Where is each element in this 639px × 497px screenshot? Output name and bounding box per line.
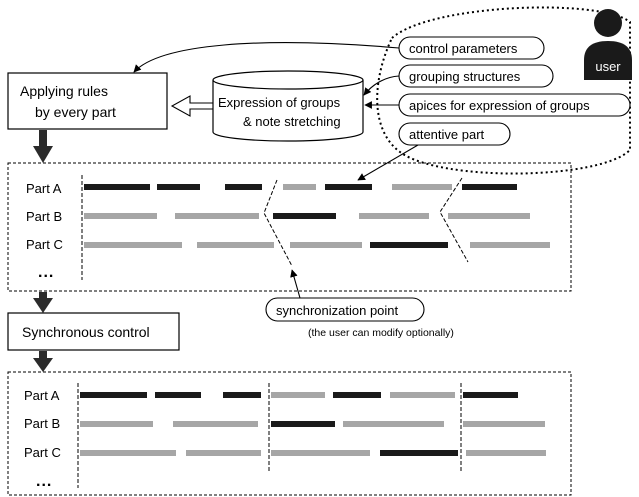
applying-rules-line2: by every part	[35, 104, 116, 120]
synchronous-control-label: Synchronous control	[22, 324, 150, 340]
applying-rules-box	[7, 72, 168, 130]
p1-b-note	[175, 213, 259, 219]
p2-a-note	[271, 392, 325, 398]
p2-b-note	[271, 421, 335, 427]
panel1-part-c: Part C	[26, 237, 63, 252]
synchronous-control-box	[7, 312, 180, 351]
p1-c-note	[84, 242, 182, 248]
grouping-structures-label: grouping structures	[409, 69, 521, 84]
p2-a-note	[80, 392, 147, 398]
p2-a-note	[390, 392, 455, 398]
panel2-part-b: Part B	[24, 416, 60, 431]
p1-c-note	[370, 242, 448, 248]
p1-c-note	[290, 242, 362, 248]
attentive-part-pill	[398, 122, 511, 146]
expression-line1: Expression of groups	[218, 95, 341, 110]
p2-a-note	[155, 392, 201, 398]
control-parameters-arrow	[133, 42, 400, 73]
p2-b-note	[463, 421, 545, 427]
control-parameters-label: control parameters	[409, 41, 518, 56]
timeline-panel-before	[7, 162, 572, 292]
user-label: user	[595, 59, 621, 74]
attentive-part-label: attentive part	[409, 127, 485, 142]
p1-a-note	[392, 184, 452, 190]
panel1-more: ...	[38, 264, 54, 281]
p1-b-note	[359, 213, 429, 219]
p2-b-note	[173, 421, 258, 427]
sync-point-pill	[265, 297, 425, 322]
p2-a-note	[223, 392, 261, 398]
p2-b-note	[343, 421, 444, 427]
sync-point-note: (the user can modify optionally)	[308, 327, 454, 339]
p1-b-note	[273, 213, 336, 219]
panel1-part-a: Part A	[26, 181, 62, 196]
p1-a-note	[84, 184, 150, 190]
user-icon	[584, 9, 632, 80]
p1-a-note	[462, 184, 517, 190]
expression-line2: & note stretching	[243, 114, 341, 129]
apices-label: apices for expression of groups	[409, 98, 590, 113]
p1-a-note	[283, 184, 316, 190]
p1-b-note	[448, 213, 530, 219]
applying-rules-line1: Applying rules	[20, 83, 108, 99]
panel2-part-a: Part A	[24, 388, 60, 403]
panel2-more: ...	[36, 473, 52, 490]
user-region-outline	[376, 6, 631, 175]
flow-arrow-3	[33, 351, 53, 372]
p2-b-note	[80, 421, 153, 427]
grouping-structures-arrow	[363, 75, 400, 96]
p2-c-note	[80, 450, 176, 456]
p1-sync-curve-2	[439, 177, 469, 263]
p1-b-note	[84, 213, 157, 219]
expression-cylinder	[212, 70, 364, 142]
flow-arrow-2	[33, 292, 53, 313]
p1-a-note	[157, 184, 200, 190]
timeline-panel-after	[7, 371, 572, 496]
p2-a-note	[333, 392, 381, 398]
panel1-part-b: Part B	[26, 209, 62, 224]
flow-arrow-1	[33, 130, 53, 163]
p2-c-note	[271, 450, 370, 456]
p1-c-note	[470, 242, 550, 248]
hollow-arrow	[170, 95, 215, 117]
sync-point-label: synchronization point	[276, 303, 399, 318]
p2-a-note	[463, 392, 518, 398]
p2-c-note	[186, 450, 261, 456]
p1-a-note	[225, 184, 262, 190]
sync-point-arrow	[290, 269, 301, 299]
p2-c-note	[466, 450, 546, 456]
p1-a-note	[325, 184, 372, 190]
p1-sync-curve-1	[263, 179, 293, 267]
p1-c-note	[197, 242, 274, 248]
panel2-part-c: Part C	[24, 445, 61, 460]
p2-c-note	[380, 450, 458, 456]
